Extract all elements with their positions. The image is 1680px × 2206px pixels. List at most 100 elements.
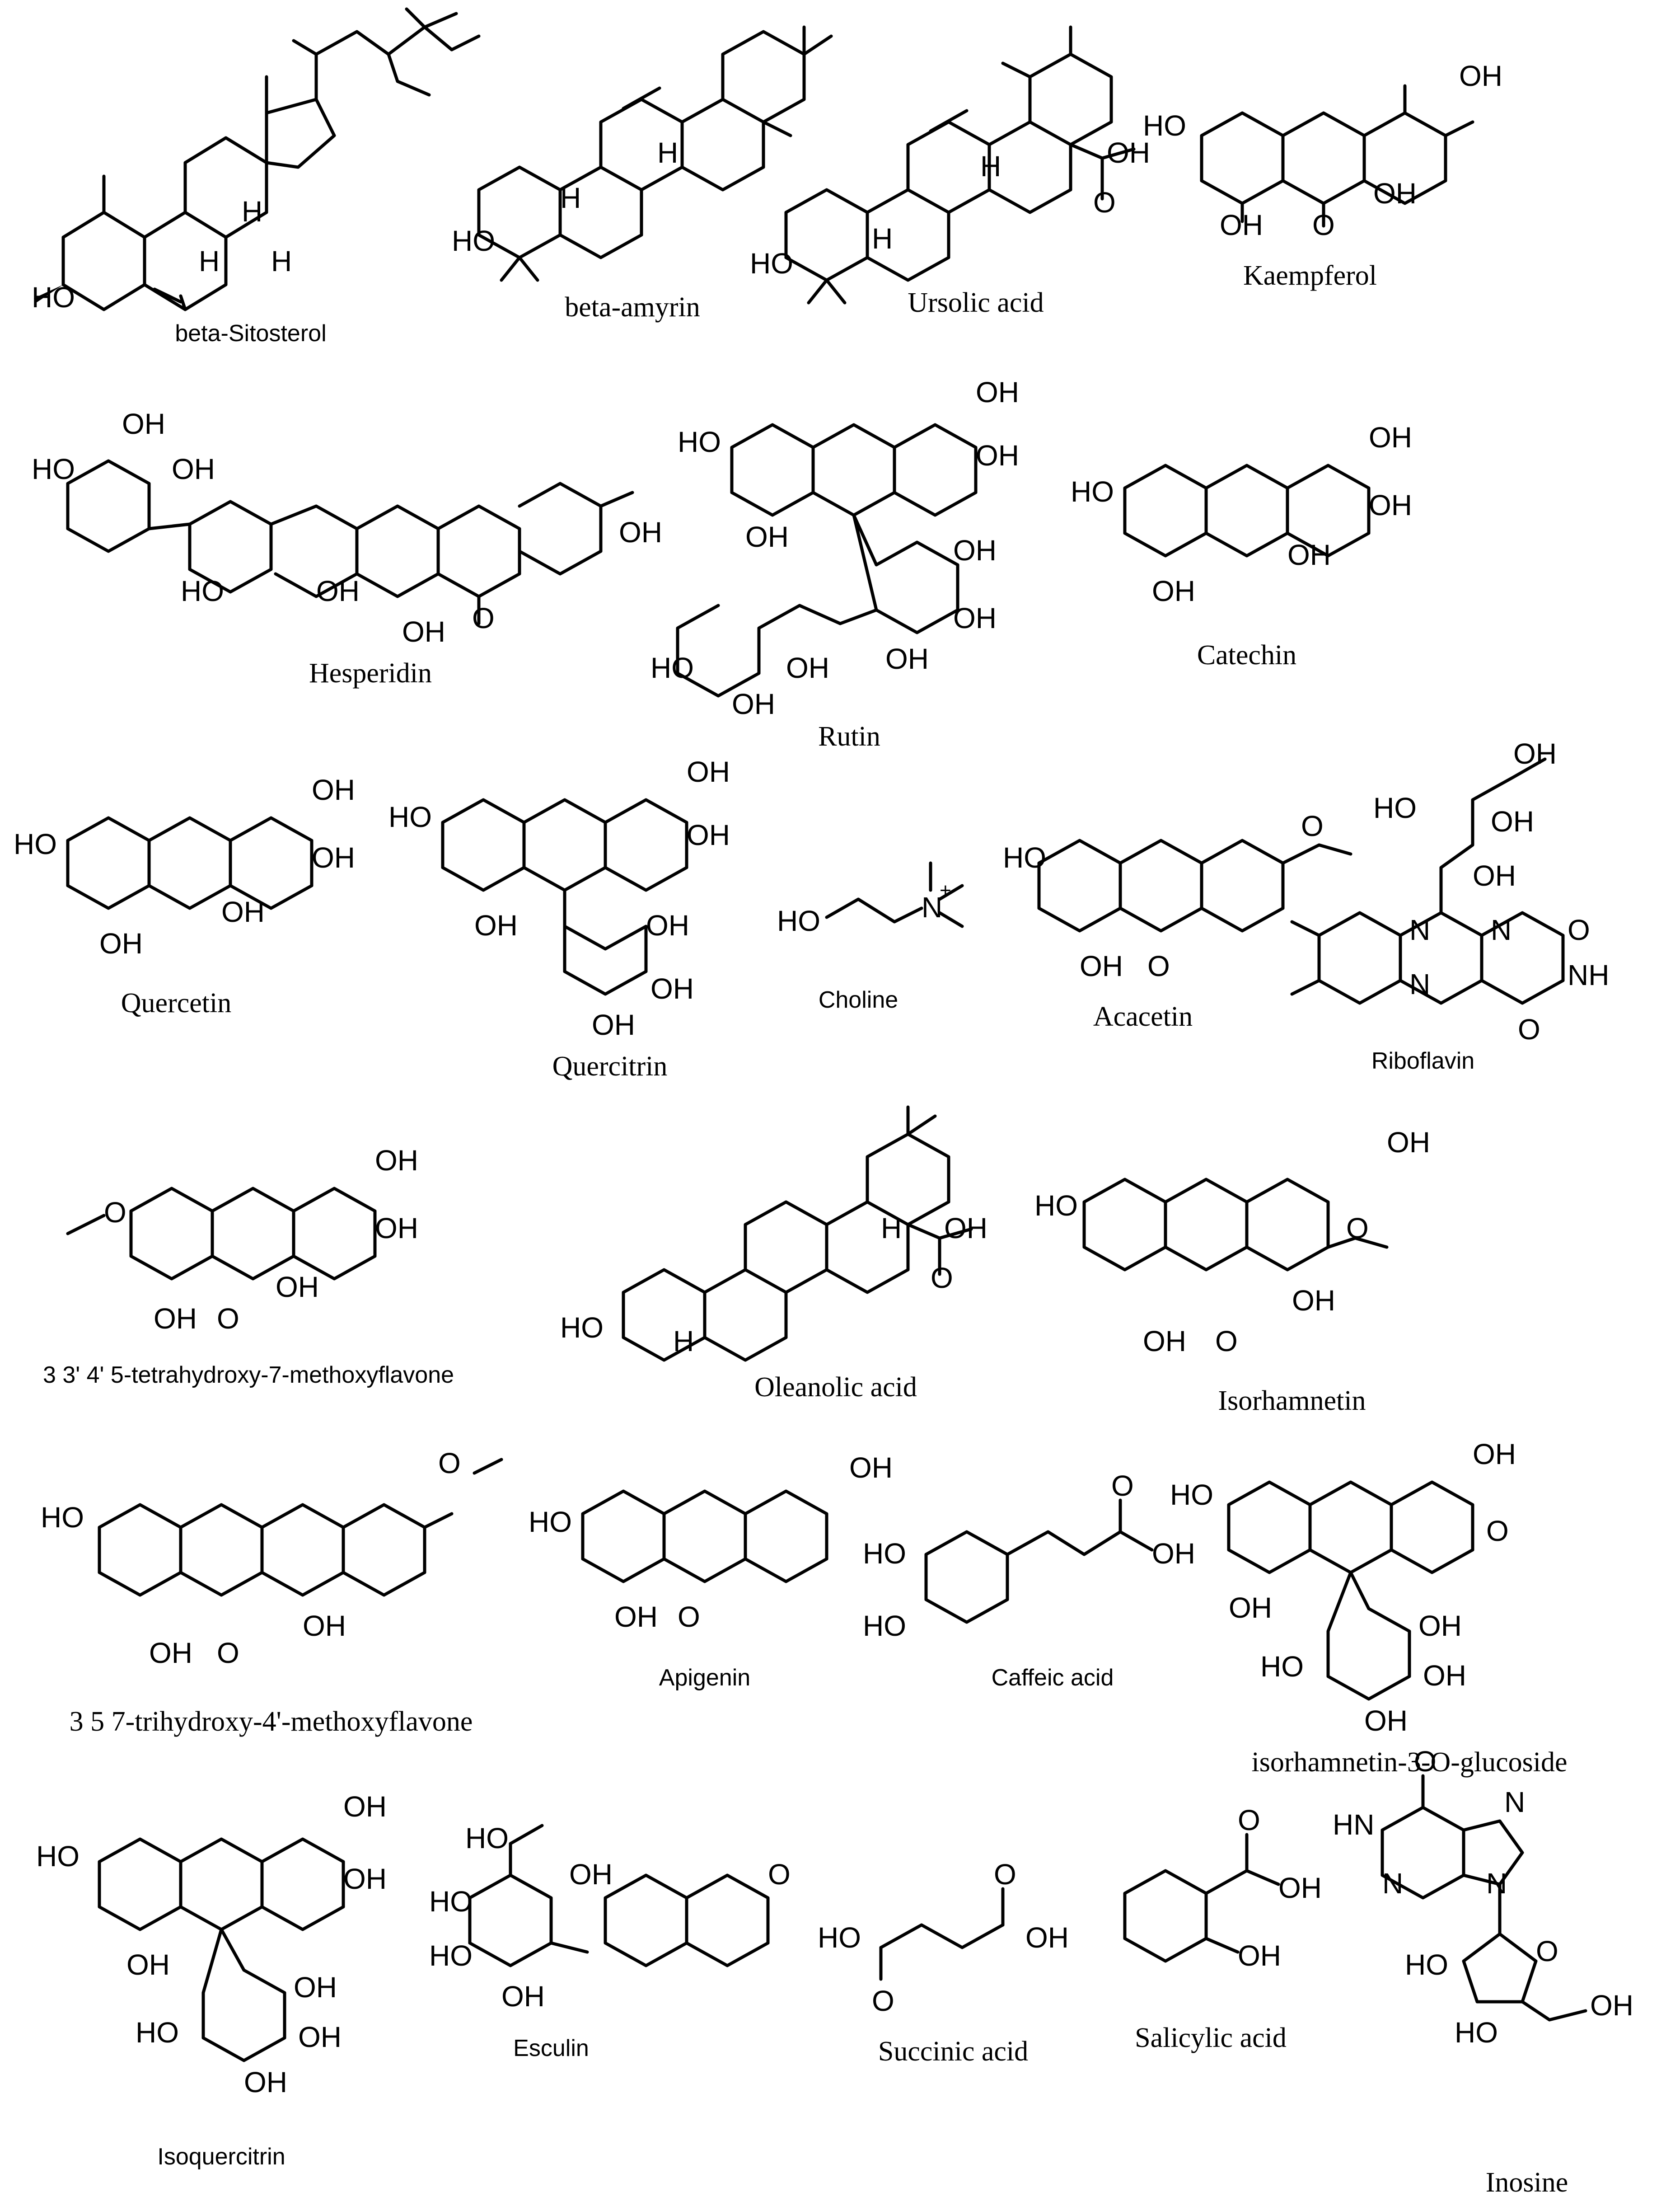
n-label-choline: N: [922, 891, 942, 924]
ho-label-succinic: HO: [818, 1921, 861, 1954]
label-acacetin: Acacetin: [1093, 1001, 1193, 1032]
label-catechin: Catechin: [1197, 640, 1296, 671]
oh-label-isoquercitrin-1: OH: [343, 1790, 387, 1823]
label-quercitrin: Quercitrin: [552, 1051, 668, 1082]
n-label-riboflavin-2: N: [1491, 914, 1512, 946]
structure-acacetin: HO O OH O: [1003, 810, 1352, 982]
oh-label-i3og-1: OH: [1473, 1438, 1516, 1470]
label-rutin: Rutin: [818, 721, 880, 752]
ho-label-thmf2: HO: [41, 1501, 84, 1534]
n-label-inosine-1: N: [1504, 1786, 1525, 1818]
structure-salicylic-acid: O OH OH: [1123, 1804, 1322, 1972]
label-apigenin: Apigenin: [659, 1665, 750, 1691]
oh-label-hesperidin-5: OH: [619, 516, 662, 549]
label-isorhamnetin: Isorhamnetin: [1218, 1385, 1366, 1416]
o-label-thmf-1: O: [104, 1196, 126, 1229]
label-oleanolic-acid: Oleanolic acid: [754, 1372, 917, 1403]
oh-label-hesperidin-2: OH: [172, 453, 215, 485]
oh-label-isoquercitrin-3: OH: [126, 1948, 170, 1981]
o-label-acacetin-1: O: [1301, 810, 1324, 842]
oh-label-quercitrin-1: OH: [687, 756, 730, 788]
oh-label-riboflavin-3: OH: [1473, 859, 1516, 892]
oh-label-inosine: OH: [1590, 1989, 1633, 2022]
o-label-acacetin-2: O: [1147, 950, 1170, 982]
structure-riboflavin: OH HO OH OH N N O NH N O: [1290, 737, 1609, 1046]
ho-label-hesperidin: HO: [32, 453, 75, 485]
label-quercetin: Quercetin: [121, 988, 231, 1019]
oh-label-salicylic-1: OH: [1278, 1872, 1322, 1904]
oh-label-catechin-3: OH: [1287, 539, 1331, 571]
oh-label-quercetin-4: OH: [99, 927, 143, 960]
h-label-ursolic-1: H: [980, 150, 1001, 183]
oh-label-isoquercitrin-6: OH: [244, 2066, 287, 2098]
oh-label-esculin-1: OH: [569, 1858, 613, 1891]
oh-label-quercitrin-2: OH: [687, 819, 730, 851]
o-label-succinic-1: O: [872, 1985, 894, 2017]
o-label-riboflavin-2: O: [1518, 1013, 1540, 1046]
o-label-hesperidin: O: [472, 602, 495, 634]
o-label-isorhamnetin-1: O: [1346, 1212, 1369, 1244]
ho-label-quercetin: HO: [14, 828, 57, 860]
oh-label-thmf-1: OH: [375, 1144, 418, 1177]
structure-oleanolic-acid: OH O HO H H: [560, 1105, 987, 1362]
o-label-isorhamnetin-2: O: [1215, 1325, 1238, 1357]
structure-choline: HO N +: [777, 861, 964, 937]
label-ursolic-acid: Ursolic acid: [908, 287, 1044, 318]
oh-label-ursolic: OH: [1107, 136, 1150, 169]
structure-rutin: HO OH OH OH OH OH OH HO OH OH: [650, 376, 1019, 720]
oh-label-kaempferol-2: OH: [1373, 177, 1417, 210]
structure-quercetin: HO OH OH OH OH: [14, 774, 355, 960]
oh-label-i3og-3: OH: [1418, 1610, 1462, 1642]
oh-label-catechin-2: OH: [1369, 489, 1412, 521]
ho-label-caffeic-1: HO: [863, 1537, 906, 1570]
h-label-sitosterol-3: H: [271, 245, 292, 277]
h-label-oleanolic-1: H: [881, 1212, 902, 1244]
structure-esculin: HO OH HO HO OH O: [429, 1822, 791, 2013]
oh-label-hesperidin-3: OH: [316, 575, 360, 607]
ho-label-choline: HO: [777, 905, 820, 937]
structure-catechin: HO OH OH OH OH: [1071, 421, 1412, 607]
oh-label-isoquercitrin-5: OH: [298, 2021, 342, 2053]
oh-label-isorhamnetin-3: OH: [1143, 1325, 1186, 1357]
o-label-inosine-1: O: [1414, 1745, 1437, 1778]
o-label-oleanolic: O: [931, 1262, 953, 1294]
o-label-salicylic: O: [1238, 1804, 1260, 1836]
structure-ursolic-acid: OH O HO H H: [750, 25, 1150, 305]
oh-label-acacetin: OH: [1080, 950, 1123, 982]
oh-label-caffeic: OH: [1152, 1537, 1195, 1570]
n-label-riboflavin-3: N: [1409, 968, 1430, 1000]
ho-label-caffeic-2: HO: [863, 1610, 906, 1642]
structure-isorhamnetin-3-o-glucoside: HO OH O OH OH HO OH OH: [1170, 1438, 1516, 1737]
oh-label-catechin-1: OH: [1369, 421, 1412, 454]
ho-label-oleanolic: HO: [560, 1311, 604, 1344]
structure-caffeic-acid: HO HO O OH: [863, 1469, 1195, 1642]
oh-label-i3og-5: OH: [1364, 1704, 1408, 1737]
hn-label-inosine: HN: [1333, 1808, 1374, 1841]
ho-label-isoquercitrin: HO: [36, 1840, 80, 1873]
plus-label-choline: +: [940, 879, 951, 901]
ho-label-amyrin: HO: [452, 225, 495, 257]
ho-label-sitosterol: HO: [32, 281, 75, 314]
ho-label-rutin-2: HO: [650, 652, 694, 684]
structure-apigenin: HO OH OH O: [529, 1451, 893, 1633]
ho-label-i3og-2: HO: [1260, 1650, 1304, 1683]
o-label-thmf2-2: O: [217, 1637, 239, 1669]
oh-label-rutin-5: OH: [953, 602, 997, 634]
o-label-esculin: O: [768, 1858, 791, 1891]
oh-label-quercitrin-6: OH: [592, 1009, 635, 1041]
o-label-riboflavin-1: O: [1568, 914, 1590, 946]
oh-label-succinic: OH: [1025, 1921, 1069, 1954]
h-label-sitosterol-1: H: [199, 245, 220, 277]
ho-label-hesperidin-2: HO: [181, 575, 224, 607]
structure-trihydroxy-methoxyflavone: HO O OH OH O: [41, 1447, 503, 1669]
label-tetrahydroxy-methoxyflavone: 3 3' 4' 5-tetrahydroxy-7-methoxyflavone: [43, 1362, 454, 1388]
oh-label-rutin-4: OH: [953, 534, 997, 567]
oh-label-thmf-2: OH: [375, 1212, 418, 1244]
structure-kaempferol: HO OH OH OH O: [1143, 60, 1502, 241]
oh-label-i3og-2: OH: [1229, 1591, 1272, 1624]
oh-label-apigenin-2: OH: [614, 1601, 658, 1633]
label-trihydroxy-methoxyflavone: 3 5 7-trihydroxy-4'-methoxyflavone: [70, 1706, 473, 1737]
oh-label-riboflavin-2: OH: [1491, 805, 1534, 838]
oh-label-rutin-2: OH: [976, 439, 1019, 472]
label-isoquercitrin: Isoquercitrin: [157, 2144, 285, 2170]
